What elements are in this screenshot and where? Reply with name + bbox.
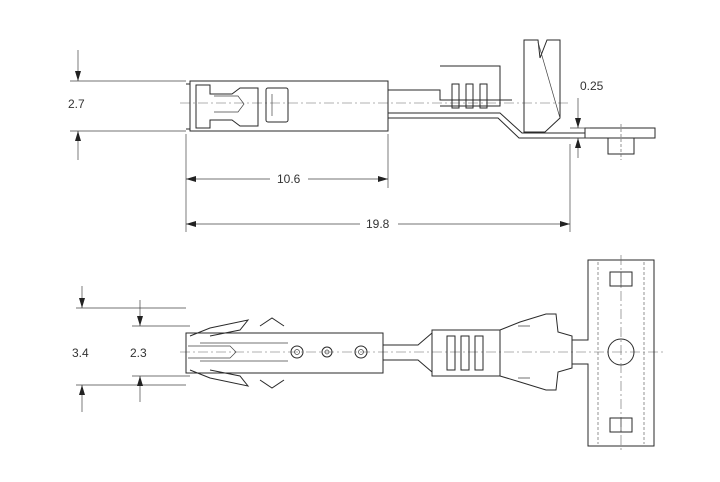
transition-top (383, 332, 433, 346)
strip-upper (388, 89, 512, 101)
dim-thickness: 0.25 (570, 79, 604, 158)
wire-crimp (440, 65, 501, 107)
insulation-crimp-edge (537, 41, 561, 119)
dim-label-2-7: 2.7 (68, 97, 85, 111)
side-view (180, 39, 656, 160)
dim-label-10-6: 10.6 (277, 172, 301, 186)
dim-contact-length: 10.6 (185, 134, 389, 232)
dim-label-19-8: 19.8 (366, 217, 390, 231)
dimple-2 (321, 346, 333, 358)
crimp-rib-2 (465, 83, 474, 109)
crimp-marks (518, 325, 530, 379)
top-view (180, 255, 665, 450)
dim-overall-length: 19.8 (186, 144, 571, 232)
dim-label-3-4: 3.4 (72, 346, 89, 360)
dim-bottom-inner-height: 2.3 (130, 300, 190, 402)
lock-lance-top (259, 317, 285, 327)
spring-tongue (214, 95, 245, 113)
dim-label-2-3: 2.3 (130, 346, 147, 360)
upper-latch (189, 319, 250, 337)
dim-bottom-outer-height: 3.4 (72, 286, 186, 412)
wire-crimp-top (431, 329, 501, 377)
rib-top-2 (460, 335, 470, 371)
rib-top-1 (446, 335, 456, 371)
contact-spring (195, 84, 259, 129)
contact-tongue (188, 345, 237, 359)
strip-lower-2 (388, 117, 585, 139)
dimple-3 (354, 345, 368, 359)
rib-top-3 (474, 335, 484, 371)
lower-latch (189, 369, 250, 387)
contact-box-top (185, 332, 384, 374)
contact-box (189, 80, 389, 132)
insulation-crimp-top (499, 313, 573, 391)
insulation-crimp (523, 39, 561, 133)
dimple-1 (290, 345, 304, 359)
lock-lance-bottom (259, 379, 285, 389)
strip-lower (388, 112, 585, 134)
carrier-strip (584, 127, 656, 139)
carrier-strip-top (572, 259, 655, 447)
dim-top-height: 2.7 (68, 50, 186, 160)
crimp-rib-3 (479, 83, 488, 109)
locking-window (265, 87, 289, 123)
transition-bottom (383, 359, 433, 373)
box-front (186, 83, 191, 130)
crimp-rib-1 (451, 83, 460, 109)
dim-label-0-25: 0.25 (580, 79, 604, 93)
